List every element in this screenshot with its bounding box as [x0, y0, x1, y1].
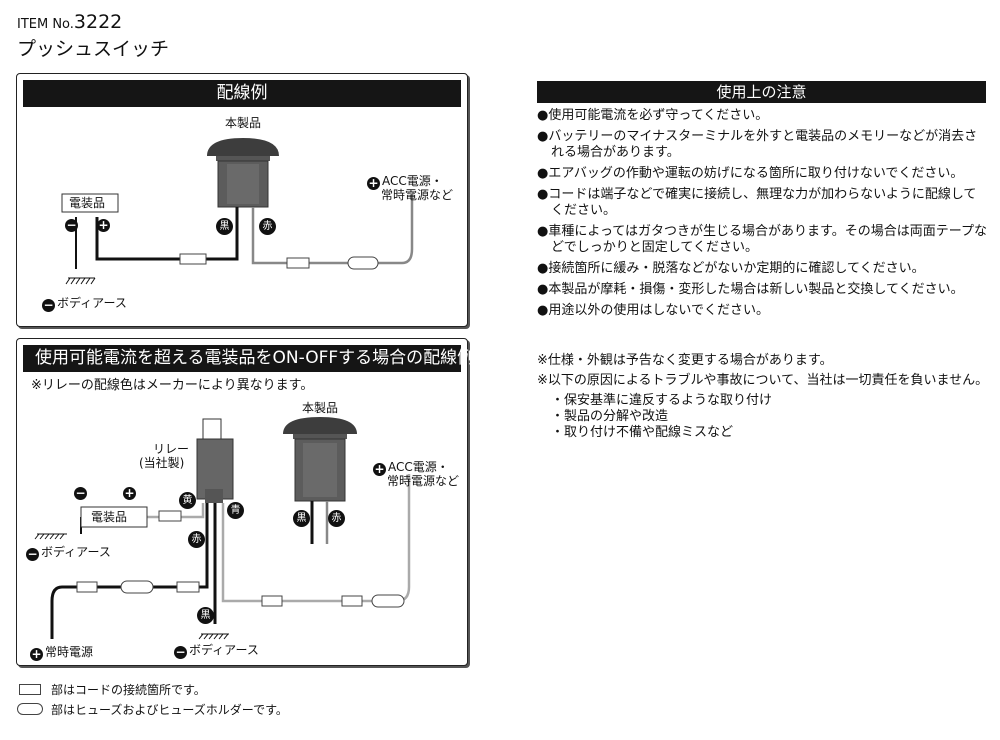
notes-list: 使用可能電流を必ず守ってください。 バッテリーのマイナスターミナルを外すと電装品… — [537, 108, 989, 324]
list-item: コードは端子などで確実に接続し、無理な力が加わらないように配線してください。 — [537, 187, 989, 219]
item-number: ITEM No.3222 — [17, 11, 123, 33]
device-label: 電装品 — [91, 510, 128, 524]
product-name: プッシュスイッチ — [17, 38, 170, 60]
device-box — [61, 193, 119, 213]
acc-power-label: +ACC電源・ — [367, 174, 443, 190]
body-ground-label-left: −ボディアース — [26, 545, 111, 561]
minus-icon: − — [26, 547, 39, 561]
relay-note: ※リレーの配線色はメーカーにより異なります。 — [31, 378, 314, 393]
plus-icon: + — [373, 462, 386, 476]
switch-black-wire-badge: 黒 — [293, 510, 310, 527]
connector-symbol-icon — [19, 684, 41, 695]
wiring-diagram — [61, 138, 414, 285]
acc-power-label-2: 常時電源など — [381, 188, 454, 202]
item-number-value: 3222 — [73, 11, 123, 33]
wire-connectors — [179, 253, 379, 270]
ground-symbol — [34, 533, 229, 640]
switch-red-wire-badge: 赤 — [328, 510, 345, 527]
push-switch-drawing — [283, 417, 357, 502]
list-item: 使用可能電流を必ず守ってください。 — [537, 108, 989, 124]
plus-icon: + — [30, 647, 43, 661]
list-item: エアバッグの作動や運転の妨げになる箇所に取り付けないでください。 — [537, 166, 989, 182]
yellow-wire-badge: 黄 — [179, 492, 196, 509]
red-wire-badge: 赤 — [188, 531, 205, 548]
liability-note: 以下の原因によるトラブルや事故について、当社は一切責任を負いません。 — [537, 373, 989, 389]
push-switch-drawing — [207, 138, 279, 208]
fuse-symbol-icon — [17, 703, 43, 715]
legend-connector: 部はコードの接続箇所です。 — [19, 681, 206, 698]
body-ground-label: −ボディアース — [42, 296, 127, 312]
constant-power-label: +常時電源 — [30, 645, 94, 661]
spec-disclaimer: 仕様・外観は予告なく変更する場合があります。 以下の原因によるトラブルや事故につ… — [537, 353, 989, 441]
plus-icon: + — [97, 218, 110, 232]
relay-wiring-diagram — [34, 417, 411, 640]
minus-icon: − — [174, 645, 187, 659]
spec-change-note: 仕様・外観は予告なく変更する場合があります。 — [537, 353, 989, 369]
list-item: 接続箇所に緩み・脱落などがないか定期的に確認してください。 — [537, 261, 989, 277]
panel-title: 使用可能電流を超える電装品をON-OFFする場合の配線例 — [23, 345, 474, 372]
list-item: 車種によってはガタつきが生じる場合があります。その場合は両面テープなどでしっかり… — [537, 224, 989, 256]
connector-1 — [179, 253, 207, 265]
panel-title: 配線例 — [23, 80, 461, 107]
relay-drawing — [196, 418, 234, 503]
black-wire-badge: 黒 — [197, 607, 214, 624]
plus-icon: + — [123, 486, 136, 500]
fuse-holder — [120, 580, 154, 594]
black-wire-badge: 黒 — [216, 218, 233, 235]
list-item: 取り付け不備や配線ミスなど — [537, 425, 989, 441]
wire-connectors — [76, 510, 405, 608]
minus-icon: − — [42, 298, 55, 312]
body-ground-label-bottom: −ボディアース — [174, 643, 259, 659]
relay-wiring-panel: 使用可能電流を超える電装品をON-OFFする場合の配線例 ※リレーの配線色はメー… — [16, 338, 474, 666]
legend-fuse: 部はヒューズおよびヒューズホルダーです。 — [17, 701, 288, 718]
wiring-example-panel: 配線例 本製品 電装品 − + 黒 赤 +A — [16, 73, 468, 327]
relay-maker-label: (当社製) — [139, 456, 185, 470]
acc-power-label-2: 常時電源など — [387, 474, 460, 488]
device-label: 電装品 — [69, 196, 106, 210]
fuse-holder — [347, 256, 379, 270]
fuse-holder — [371, 594, 405, 608]
wires — [50, 474, 411, 639]
connector-2 — [286, 257, 310, 269]
plus-icon: + — [367, 176, 380, 190]
ground-symbol — [65, 277, 96, 285]
list-item: 用途以外の使用はしないでください。 — [537, 303, 989, 319]
device-box — [80, 506, 148, 528]
acc-power-label: +ACC電源・ — [373, 460, 449, 476]
notes-title: 使用上の注意 — [537, 81, 986, 103]
blue-wire-badge: 青 — [227, 502, 244, 519]
list-item: 保安基準に違反するような取り付け — [537, 393, 989, 409]
product-label: 本製品 — [225, 116, 262, 130]
list-item: 製品の分解や改造 — [537, 409, 989, 425]
minus-icon: − — [74, 486, 87, 500]
list-item: バッテリーのマイナスターミナルを外すと電装品のメモリーなどが消去される場合があり… — [537, 129, 989, 161]
product-label: 本製品 — [302, 401, 339, 415]
red-wire-badge: 赤 — [259, 218, 276, 235]
list-item: 本製品が摩耗・損傷・変形した場合は新しい製品と交換してください。 — [537, 282, 989, 298]
relay-label: リレー — [153, 442, 190, 456]
minus-icon: − — [65, 218, 78, 232]
